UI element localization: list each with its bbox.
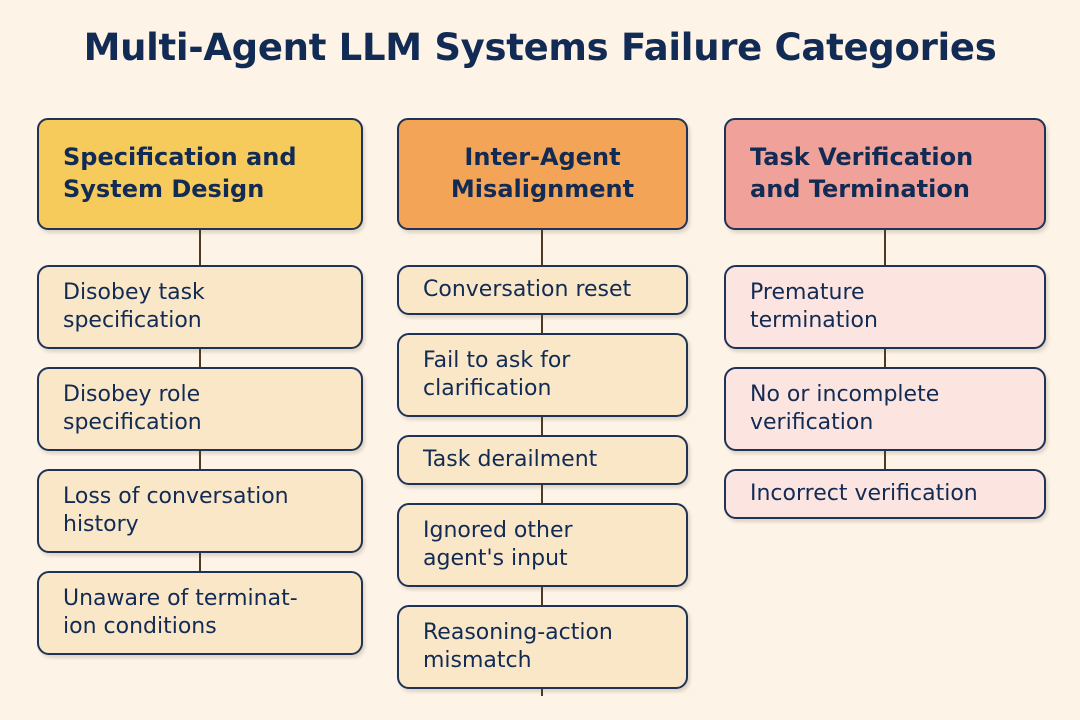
connector-gap <box>397 417 688 435</box>
item-line: Fail to ask for <box>423 348 571 373</box>
connector-gap <box>397 587 688 605</box>
category-header-3[interactable]: Task Verification and Termination <box>724 118 1046 230</box>
item-line: Loss of conversation <box>63 483 289 509</box>
category-header-1-line-2: System Design <box>63 175 265 203</box>
category-header-2-line-2: Misalignment <box>450 175 635 203</box>
item-line: Disobey task <box>63 279 205 305</box>
page-title: Multi-Agent LLM Systems Failure Categori… <box>83 26 997 69</box>
failure-item-fail-to-ask-for-clarification[interactable]: Fail to ask for clarification <box>397 333 688 418</box>
category-column-inter-agent-misalignment: Inter-Agent Misalignment Conversation re… <box>397 118 688 690</box>
category-header-1-line-1: Specification and <box>63 143 297 172</box>
category-header-3-line-2: and Termination <box>750 175 970 203</box>
item-line: Unaware of terminat- <box>63 585 298 611</box>
failure-item-incorrect-verification[interactable]: Incorrect verification <box>724 469 1046 520</box>
item-line: specification <box>63 410 202 435</box>
item-line: Ignored other <box>423 518 573 544</box>
failure-item-ignored-other-agents-input[interactable]: Ignored other agent's input <box>397 503 688 588</box>
category-header-1[interactable]: Specification and System Design <box>37 118 363 230</box>
connector-gap <box>397 315 688 333</box>
failure-item-no-or-incomplete-verification[interactable]: No or incomplete verification <box>724 367 1046 451</box>
failure-item-disobey-role-specification[interactable]: Disobey role specification <box>37 367 363 451</box>
item-line: ion conditions <box>63 614 217 639</box>
connector-gap <box>724 451 1046 469</box>
item-line: agent's input <box>423 546 568 572</box>
item-line: termination <box>750 308 878 333</box>
item-line: Disobey role <box>63 381 201 407</box>
category-header-3-line-1: Task Verification <box>750 143 974 172</box>
item-line: Premature <box>750 279 865 305</box>
item-line: clarification <box>423 376 552 402</box>
category-header-2-line-1: Inter-Agent <box>464 143 621 172</box>
connector-gap <box>724 230 1046 265</box>
connector-gap <box>397 230 688 265</box>
item-line: Conversation reset <box>423 277 632 302</box>
failure-item-unaware-of-termination-conditions[interactable]: Unaware of terminat- ion conditions <box>37 571 363 655</box>
connector-gap <box>397 485 688 503</box>
item-line: Incorrect verification <box>750 481 978 506</box>
item-line: mismatch <box>423 648 532 674</box>
failure-item-task-derailment[interactable]: Task derailment <box>397 435 688 486</box>
failure-item-premature-termination[interactable]: Premature termination <box>724 265 1046 349</box>
item-line: verification <box>750 410 874 435</box>
failure-item-reasoning-action-mismatch[interactable]: Reasoning-action mismatch <box>397 605 688 690</box>
item-line: Task derailment <box>423 447 598 473</box>
failure-item-loss-of-conversation-history[interactable]: Loss of conversation history <box>37 469 363 553</box>
connector-gap <box>37 553 363 571</box>
item-line: specification <box>63 308 202 333</box>
failure-item-disobey-task-specification[interactable]: Disobey task specification <box>37 265 363 349</box>
connector-gap <box>724 349 1046 367</box>
category-header-2[interactable]: Inter-Agent Misalignment <box>397 118 688 230</box>
connector-gap <box>37 349 363 367</box>
item-line: No or incomplete <box>750 381 940 407</box>
item-line: history <box>63 512 139 537</box>
connector-gap <box>37 451 363 469</box>
category-column-task-verification-and-termination: Task Verification and Termination Premat… <box>724 118 1046 520</box>
item-line: Reasoning-action <box>423 620 613 646</box>
connector-gap <box>37 230 363 265</box>
category-column-specification-and-system-design: Specification and System Design Disobey … <box>37 118 363 655</box>
failure-item-conversation-reset[interactable]: Conversation reset <box>397 265 688 316</box>
